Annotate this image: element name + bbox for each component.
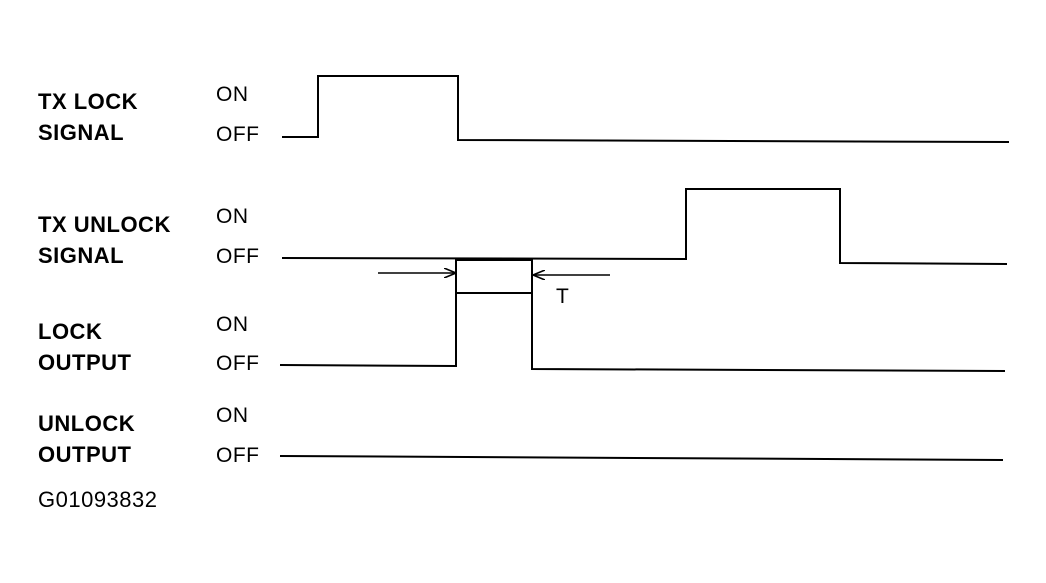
signal-name-lock-output-line1: LOCK — [38, 319, 103, 344]
timing-marker-label: T — [556, 285, 570, 308]
state-on-unlock-output: ON — [216, 404, 249, 427]
state-on-tx-unlock: ON — [216, 205, 249, 228]
waveform-lock-output — [279, 259, 1006, 373]
waveform-tx-unlock — [281, 188, 1008, 266]
signal-name-tx-lock-line2: SIGNAL — [38, 120, 125, 145]
signal-name-unlock-output-line2: OUTPUT — [38, 442, 132, 467]
state-off-tx-unlock: OFF — [216, 245, 260, 268]
waveform-tx-lock — [282, 75, 1010, 144]
state-off-tx-lock: OFF — [216, 123, 260, 146]
figure-id: G01093832 — [38, 487, 158, 512]
signal-name-unlock-output-line1: UNLOCK — [38, 411, 136, 436]
signal-name-lock-output-line2: OUTPUT — [38, 350, 132, 375]
state-off-lock-output: OFF — [216, 352, 260, 375]
state-on-tx-lock: ON — [216, 83, 249, 106]
signal-name-tx-unlock-line1: TX UNLOCK — [38, 212, 171, 237]
state-on-lock-output: ON — [216, 313, 249, 336]
signal-name-tx-lock-line1: TX LOCK — [38, 89, 139, 114]
state-off-unlock-output: OFF — [216, 444, 260, 467]
signal-name-tx-unlock-line2: SIGNAL — [38, 243, 125, 268]
waveform-unlock-output — [279, 454, 1004, 462]
